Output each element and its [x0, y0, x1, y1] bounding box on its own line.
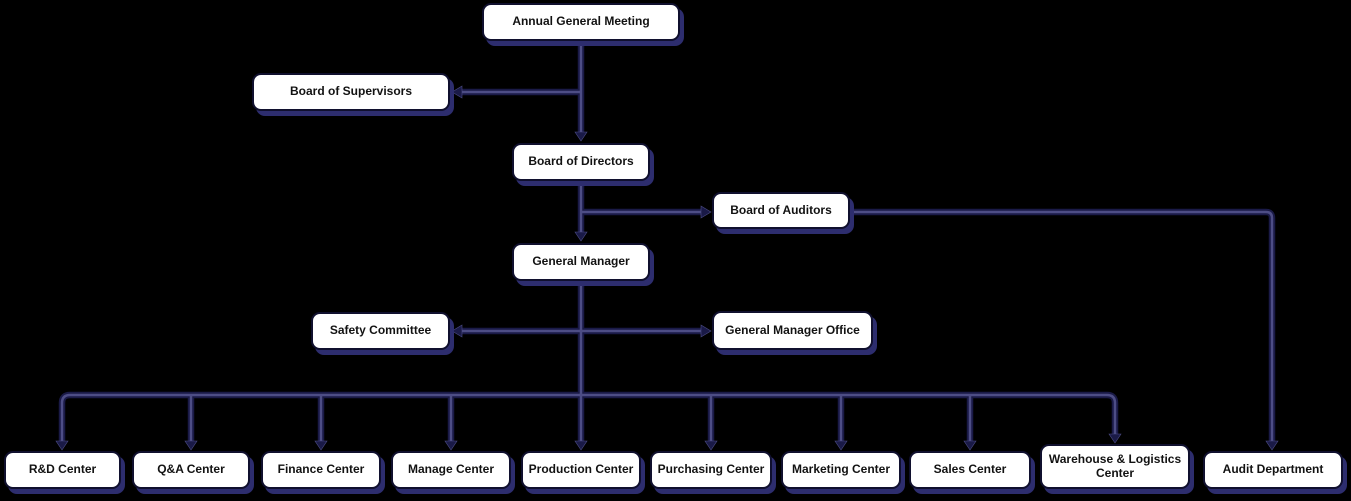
node-general-manager: General Manager: [512, 243, 650, 281]
edge-auditors-audit-core: [850, 210, 1274, 442]
node-label: Annual General Meeting: [512, 14, 650, 29]
arrow-into-qa: [184, 440, 198, 451]
edge-distribution-rail-core: [60, 393, 1117, 442]
node-sales-center: Sales Center: [909, 451, 1031, 489]
node-label: Marketing Center: [791, 462, 891, 477]
node-label: General Manager Office: [725, 322, 860, 337]
node-safety-committee: Safety Committee: [311, 312, 450, 350]
node-manage-center: Manage Center: [391, 451, 511, 489]
arrow-into-supervisors: [451, 85, 463, 99]
arrow-into-purchasing: [704, 440, 718, 451]
node-label: R&D Center: [28, 462, 97, 477]
node-label: Board of Supervisors: [289, 84, 413, 99]
node-label: Warehouse & Logistics Center: [1048, 451, 1182, 480]
node-label: Purchasing Center: [657, 462, 765, 477]
node-label: Sales Center: [933, 462, 1007, 477]
arrow-into-finance: [314, 440, 328, 451]
arrow-into-production: [574, 440, 588, 451]
arrow-into-rd: [55, 440, 69, 451]
node-label: Q&A Center: [157, 462, 225, 477]
arrow-into-manage: [444, 440, 458, 451]
node-label: Audit Department: [1222, 462, 1324, 477]
node-qa-center: Q&A Center: [132, 451, 250, 489]
node-audit-department: Audit Department: [1203, 451, 1343, 489]
node-finance-center: Finance Center: [261, 451, 381, 489]
node-label: Board of Directors: [528, 154, 634, 169]
arrow-into-directors: [574, 131, 588, 142]
arrow-into-gm: [574, 231, 588, 242]
arrow-into-audit: [1265, 440, 1279, 451]
node-board-of-supervisors: Board of Supervisors: [252, 73, 450, 111]
node-marketing-center: Marketing Center: [781, 451, 901, 489]
node-label: Finance Center: [277, 462, 365, 477]
node-label: Safety Committee: [329, 323, 432, 338]
node-board-of-directors: Board of Directors: [512, 143, 650, 181]
node-board-of-auditors: Board of Auditors: [712, 192, 850, 229]
arrow-into-marketing: [834, 440, 848, 451]
arrow-into-warehouse: [1108, 433, 1122, 444]
arrow-into-safety: [451, 324, 463, 338]
node-warehouse-logistics-center: Warehouse & Logistics Center: [1040, 444, 1190, 489]
node-label: Manage Center: [407, 462, 495, 477]
arrow-into-gm-office: [700, 324, 712, 338]
node-purchasing-center: Purchasing Center: [650, 451, 772, 489]
arrow-into-sales: [963, 440, 977, 451]
edge-distribution-rail: [58, 391, 1119, 442]
node-annual-general-meeting: Annual General Meeting: [482, 3, 680, 41]
node-production-center: Production Center: [521, 451, 641, 489]
node-rd-center: R&D Center: [4, 451, 121, 489]
arrow-into-auditors: [700, 205, 712, 219]
node-label: Board of Auditors: [730, 202, 832, 217]
node-label: General Manager: [532, 254, 630, 269]
edge-auditors-audit: [850, 208, 1276, 442]
node-general-manager-office: General Manager Office: [712, 311, 873, 350]
node-label: Production Center: [528, 462, 634, 477]
